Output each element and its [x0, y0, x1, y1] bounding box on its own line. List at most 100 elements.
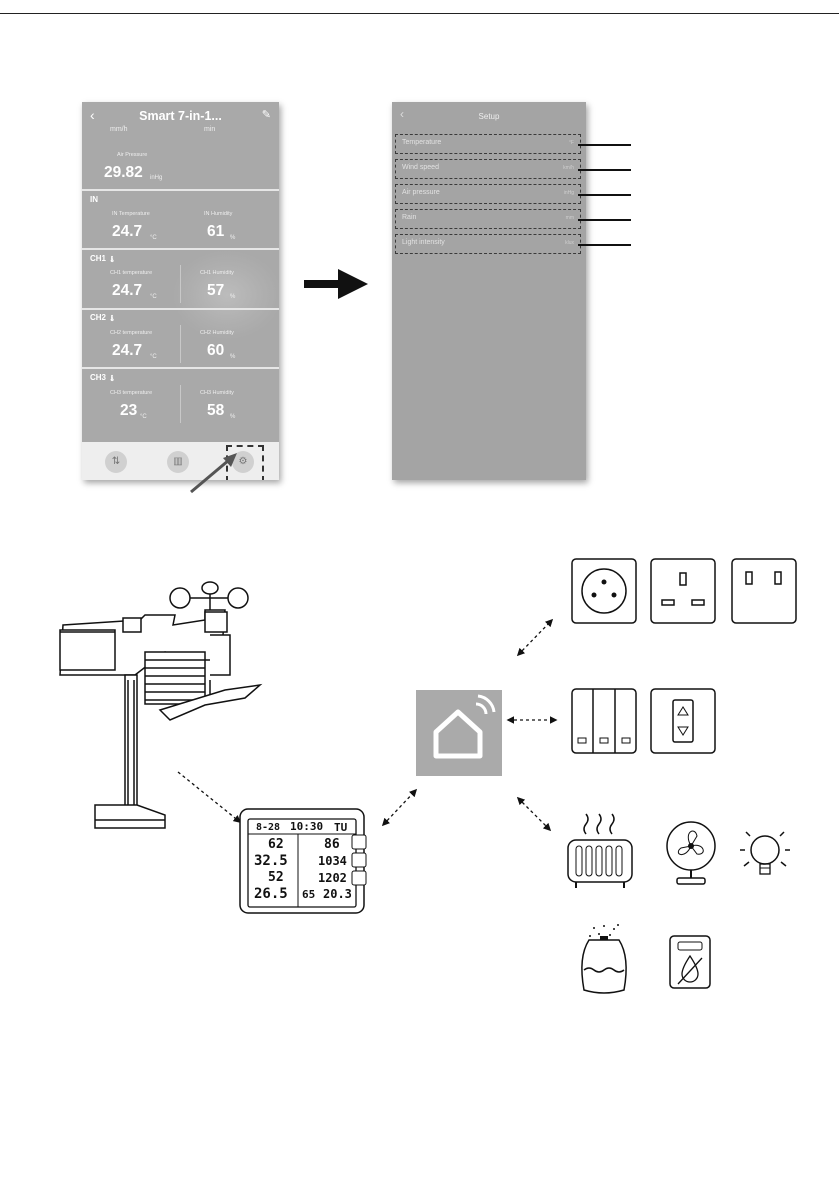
- air-pressure-value: 29.82: [104, 164, 143, 181]
- sensor-icon: 🌡: [108, 316, 116, 322]
- section-ch3-name: CH3: [90, 373, 107, 382]
- divider: [82, 248, 279, 250]
- console-pressure: 1034: [318, 854, 347, 868]
- gear-icon[interactable]: ⚙: [232, 451, 254, 473]
- tab-bar: ⇅ ▥ ⚙: [82, 442, 279, 480]
- fan-icon: [666, 821, 716, 885]
- console-time: 10:30: [290, 820, 324, 833]
- in-temperature-value: 24.7: [112, 223, 143, 240]
- connector-hub-appliances: [516, 796, 552, 832]
- socket-schuko-icon: [571, 558, 637, 624]
- air-pressure-unit: inHg: [150, 175, 163, 181]
- setup-item-value: mm: [565, 215, 574, 221]
- divider: [82, 367, 279, 369]
- section-ch3-title: CH3 🌡: [90, 373, 116, 382]
- triple-switch-icon: [571, 688, 637, 754]
- leader-line: [578, 219, 631, 221]
- column-divider: [180, 385, 181, 423]
- console-value-65: 65: [302, 888, 316, 901]
- section-ch2-name: CH2: [90, 313, 107, 322]
- ch2-temperature-value: 24.7: [112, 342, 143, 359]
- switch-arrows-icon[interactable]: ⇅: [105, 451, 127, 473]
- page-title: Setup: [478, 112, 500, 121]
- ch1-temperature-label: CH1 temperature: [110, 270, 153, 276]
- console-humidity-out: 62: [268, 837, 284, 852]
- ch1-humidity-value: 57: [207, 282, 225, 299]
- leader-line: [578, 194, 631, 196]
- sensor-icon: 🌡: [108, 376, 116, 382]
- setup-item-label: Air pressure: [402, 189, 440, 196]
- divider: [82, 308, 279, 310]
- weather-station-icon: [59, 581, 263, 829]
- console-value-203: 20.3: [323, 887, 352, 901]
- socket-uk-icon: [650, 558, 716, 624]
- leader-line: [578, 169, 631, 171]
- console-temp-in: 26.5: [254, 886, 288, 902]
- section-ch1-name: CH1: [90, 254, 107, 263]
- page-title: Smart 7-in-1...: [139, 109, 222, 123]
- console-temp-out: 32.5: [254, 853, 288, 869]
- setup-item-label: Rain: [402, 214, 417, 221]
- connector-hub-sockets: [516, 618, 554, 657]
- ch1-humidity-label: CH1 Humidity: [200, 270, 234, 276]
- section-ch2-title: CH2 🌡: [90, 313, 116, 322]
- leader-line: [578, 244, 631, 246]
- chart-icon[interactable]: ▥: [167, 451, 189, 473]
- nav-bar: ‹ Setup: [392, 102, 586, 130]
- column-divider: [180, 325, 181, 363]
- cloud-background: [172, 250, 279, 340]
- section-in-title: IN: [90, 195, 98, 204]
- in-temperature-label: IN Temperature: [112, 211, 150, 217]
- section-ch1-title: CH1 🌡: [90, 254, 116, 263]
- air-pressure-label: Air Pressure: [117, 152, 148, 158]
- setup-item-rain[interactable]: Rain mm: [395, 209, 581, 229]
- ch1-humidity-unit: %: [230, 294, 236, 300]
- setup-item-value: °F: [568, 140, 574, 146]
- divider: [82, 189, 279, 191]
- ch1-temperature-value: 24.7: [112, 282, 143, 299]
- phone-screen-dashboard: ‹ Smart 7-in-1... ✎ mm/h min Air Pressur…: [82, 102, 279, 480]
- setup-item-temperature[interactable]: Temperature °F: [395, 134, 581, 154]
- dehumidifier-icon: [669, 935, 711, 989]
- phone-screen-setup: ‹ Setup Temperature °F Wind speed km/h Air…: [392, 102, 586, 480]
- setup-item-value: klux: [565, 240, 574, 246]
- ch3-humidity-value: 58: [207, 402, 225, 419]
- setup-item-label: Wind speed: [402, 164, 439, 171]
- setup-item-value: km/h: [563, 165, 574, 171]
- ch2-humidity-unit: %: [230, 354, 236, 360]
- duration-unit: min: [204, 126, 216, 133]
- edit-icon[interactable]: ✎: [261, 109, 271, 121]
- in-humidity-unit: %: [230, 235, 236, 241]
- console-humidity-in: 52: [268, 870, 284, 885]
- arrow-right-icon: [304, 269, 368, 299]
- chevron-left-icon[interactable]: ‹: [400, 107, 404, 121]
- ch3-humidity-unit: %: [230, 414, 236, 420]
- pointer-arrow-icon: [190, 453, 237, 494]
- display-console: 8-28 10:30 TU 62 86 32.5 1034 52 1202 26…: [238, 807, 370, 915]
- in-humidity-value: 61: [207, 223, 225, 240]
- setup-item-air-pressure[interactable]: Air pressure inHg: [395, 184, 581, 204]
- rain-rate-unit: mm/h: [110, 126, 128, 133]
- chevron-left-icon[interactable]: ‹: [90, 107, 95, 123]
- leader-line: [578, 144, 631, 146]
- console-date: 8-28: [256, 822, 281, 833]
- light-bulb-icon: [740, 831, 790, 875]
- socket-us-icon: [731, 558, 797, 624]
- ch3-temperature-label: CH3 temperature: [110, 390, 153, 396]
- ch3-humidity-label: CH3 Humidity: [200, 390, 234, 396]
- humidifier-icon: [581, 924, 627, 994]
- ch2-humidity-value: 60: [207, 342, 225, 359]
- setup-item-value: inHg: [563, 190, 574, 196]
- setup-item-wind-speed[interactable]: Wind speed km/h: [395, 159, 581, 179]
- smart-home-hub-icon: [416, 690, 502, 776]
- ch1-temperature-unit: °C: [150, 294, 157, 300]
- column-divider: [180, 265, 181, 303]
- nav-bar: ‹ Smart 7-in-1... ✎: [82, 102, 279, 130]
- connector-console-hub: [381, 788, 418, 827]
- setup-item-label: Temperature: [402, 139, 442, 146]
- in-humidity-label: IN Humidity: [204, 211, 233, 217]
- ch2-temperature-label: CH2 temperature: [110, 330, 153, 336]
- in-temperature-unit: °C: [150, 235, 157, 241]
- ch2-humidity-label: CH2 Humidity: [200, 330, 234, 336]
